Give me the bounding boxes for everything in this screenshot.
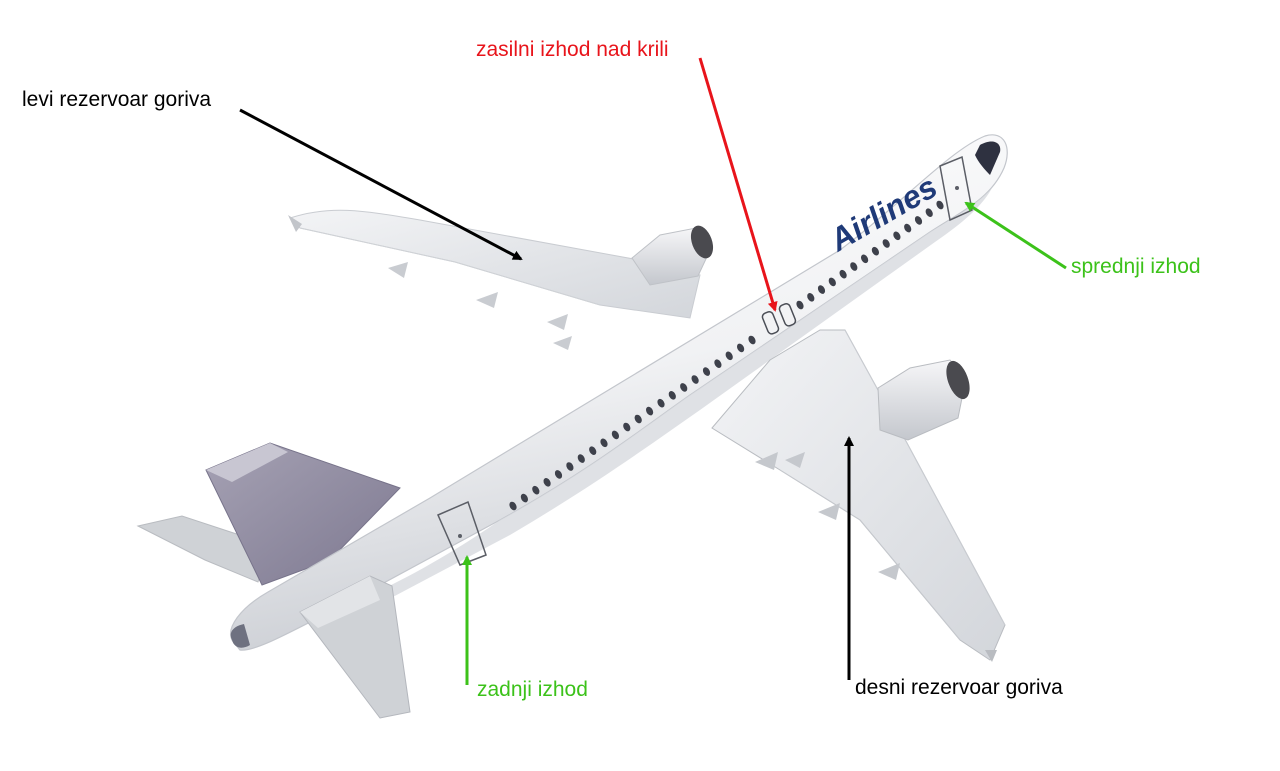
right-engine bbox=[878, 358, 974, 440]
left-wing bbox=[288, 210, 700, 350]
rear-exit-label: zadnji izhod bbox=[477, 678, 588, 702]
front-exit-arrow bbox=[966, 203, 1066, 268]
front-exit-label: sprednji izhod bbox=[1071, 255, 1201, 279]
overwing-exit-label: zasilni izhod nad krili bbox=[476, 38, 669, 62]
overwing-exit-arrow bbox=[700, 58, 775, 310]
right-tank-label: desni rezervoar goriva bbox=[855, 676, 1063, 700]
left-tank-label: levi rezervoar goriva bbox=[22, 88, 211, 112]
left-engine bbox=[632, 223, 717, 285]
